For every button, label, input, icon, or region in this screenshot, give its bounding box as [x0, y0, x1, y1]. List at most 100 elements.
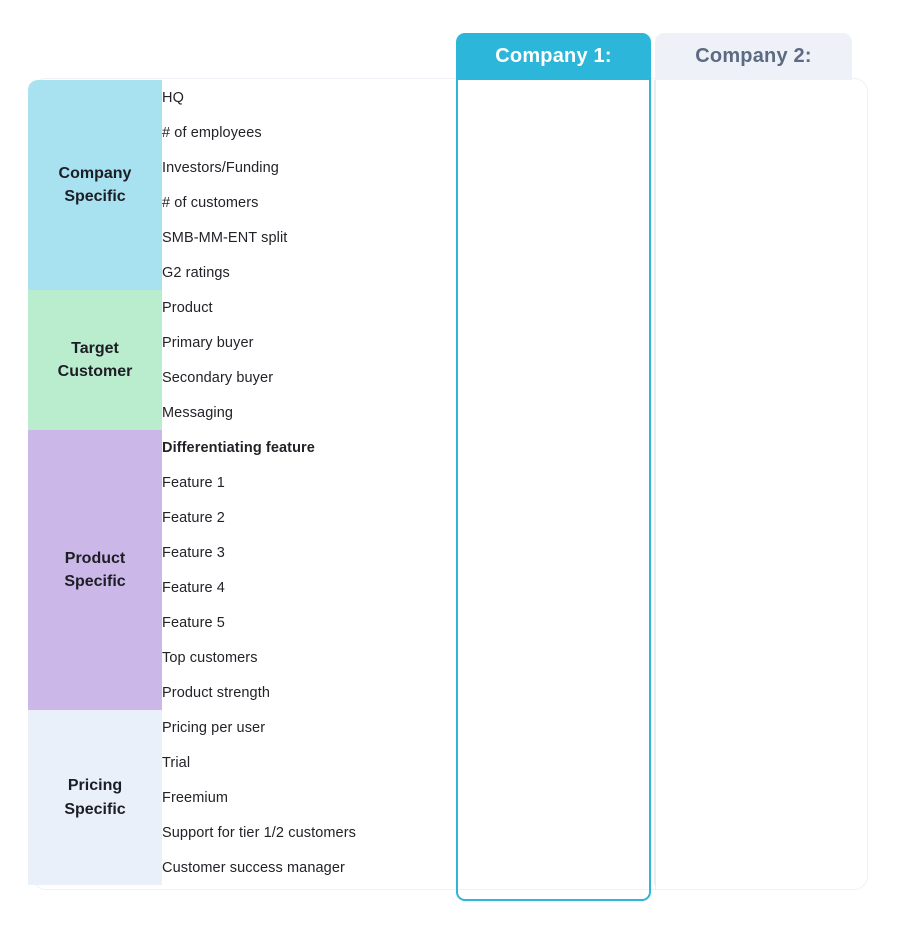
column-header-company-2[interactable]: Company 2:	[655, 33, 852, 80]
cell-company-2[interactable]	[654, 150, 852, 185]
table-row: Freemium	[28, 780, 852, 815]
cell-company-2[interactable]	[654, 115, 852, 150]
table-row: Primary buyer	[28, 325, 852, 360]
cell-company-2[interactable]	[654, 500, 852, 535]
row-label-cell: Product strength	[162, 675, 457, 710]
cell-company-1[interactable]	[456, 395, 655, 430]
table-row: Target Customer Product	[28, 290, 852, 430]
row-label-cell: SMB-MM-ENT split	[162, 220, 457, 255]
cell-company-2[interactable]	[654, 185, 852, 220]
table-row: G2 ratings	[28, 255, 852, 290]
category-cell-pricing-specific: Pricing Specific	[28, 710, 162, 885]
row-label-cell: Messaging	[162, 395, 457, 430]
cell-company-2[interactable]	[654, 605, 852, 640]
cell-company-2[interactable]	[654, 640, 852, 675]
cell-company-2[interactable]	[654, 255, 852, 290]
category-label: Target Customer	[57, 339, 133, 380]
column-header-row: Company 1: Company 2:	[0, 33, 900, 80]
table-row: Support for tier 1/2 customers	[28, 815, 852, 850]
category-label: Pricing Specific	[64, 777, 126, 818]
row-label-cell: # of employees	[162, 115, 457, 150]
table-row: Customer success manager	[28, 850, 852, 885]
category-cell-target-customer: Target Customer	[28, 290, 162, 430]
cell-company-2[interactable]	[654, 465, 852, 500]
category-cell-product-specific: Product Specific	[28, 430, 162, 710]
cell-company-1[interactable]	[456, 430, 655, 465]
cell-company-2[interactable]	[654, 325, 852, 360]
cell-company-2[interactable]	[654, 850, 852, 885]
cell-company-1[interactable]	[456, 465, 655, 500]
category-cell-company-specific: Company Specific	[28, 80, 162, 290]
cell-company-1[interactable]	[456, 290, 655, 325]
table-row: Investors/Funding	[28, 150, 852, 185]
cell-company-2[interactable]	[654, 80, 852, 115]
row-label-cell: Freemium	[162, 780, 457, 815]
cell-company-2[interactable]	[654, 710, 852, 745]
row-label-cell: Top customers	[162, 640, 457, 675]
table-row: Feature 3	[28, 535, 852, 570]
cell-company-2[interactable]	[654, 745, 852, 780]
table-row: SMB-MM-ENT split	[28, 220, 852, 255]
cell-company-2[interactable]	[654, 535, 852, 570]
row-label-cell: Product	[162, 290, 457, 325]
table-row: Feature 2	[28, 500, 852, 535]
category-label: Product Specific	[64, 549, 126, 590]
cell-company-2[interactable]	[654, 360, 852, 395]
row-label-cell: Secondary buyer	[162, 360, 457, 395]
row-label-cell: Feature 2	[162, 500, 457, 535]
table-row: Secondary buyer	[28, 360, 852, 395]
row-label-cell: Primary buyer	[162, 325, 457, 360]
column-header-company-1-label: Company 1:	[495, 45, 612, 67]
cell-company-2[interactable]	[654, 290, 852, 325]
table-row: Top customers	[28, 640, 852, 675]
cell-company-2[interactable]	[654, 220, 852, 255]
cell-company-2[interactable]	[654, 395, 852, 430]
cell-company-1[interactable]	[456, 150, 655, 185]
table-row: Pricing Specific Pricing per user	[28, 710, 852, 885]
cell-company-1[interactable]	[456, 710, 655, 745]
cell-company-1[interactable]	[456, 360, 655, 395]
table-row: # of employees	[28, 115, 852, 150]
cell-company-2[interactable]	[654, 570, 852, 605]
cell-company-1[interactable]	[456, 675, 655, 710]
cell-company-1[interactable]	[456, 325, 655, 360]
row-label-cell: Feature 4	[162, 570, 457, 605]
cell-company-1[interactable]	[456, 605, 655, 640]
cell-company-1[interactable]	[456, 500, 655, 535]
cell-company-1[interactable]	[456, 780, 655, 815]
cell-company-2[interactable]	[654, 430, 852, 465]
column-header-company-1[interactable]: Company 1:	[456, 33, 651, 80]
row-label-cell: Feature 3	[162, 535, 457, 570]
cell-company-1[interactable]	[456, 815, 655, 850]
cell-company-2[interactable]	[654, 675, 852, 710]
table-row: Messaging	[28, 395, 852, 430]
cell-company-1[interactable]	[456, 115, 655, 150]
cell-company-1[interactable]	[456, 220, 655, 255]
table-row: Feature 1	[28, 465, 852, 500]
cell-company-1[interactable]	[456, 535, 655, 570]
cell-company-1[interactable]	[456, 185, 655, 220]
row-label-cell: Feature 1	[162, 465, 457, 500]
row-label-cell: Support for tier 1/2 customers	[162, 815, 457, 850]
row-label-cell: Pricing per user	[162, 710, 457, 745]
cell-company-1[interactable]	[456, 640, 655, 675]
table-row: Product Specific Differentiating feature	[28, 430, 852, 710]
cell-company-2[interactable]	[654, 815, 852, 850]
row-label-cell: Differentiating feature	[162, 430, 457, 465]
row-label-cell: # of customers	[162, 185, 457, 220]
table-row: Product strength	[28, 675, 852, 710]
table-row: Feature 4	[28, 570, 852, 605]
column-header-company-2-label: Company 2:	[695, 45, 812, 67]
row-label-cell: HQ	[162, 80, 457, 115]
row-label-cell: Investors/Funding	[162, 150, 457, 185]
cell-company-1[interactable]	[456, 745, 655, 780]
cell-company-2[interactable]	[654, 780, 852, 815]
row-label-cell: Trial	[162, 745, 457, 780]
cell-company-1[interactable]	[456, 850, 655, 885]
cell-company-1[interactable]	[456, 80, 655, 115]
cell-company-1[interactable]	[456, 570, 655, 605]
cell-company-1[interactable]	[456, 255, 655, 290]
